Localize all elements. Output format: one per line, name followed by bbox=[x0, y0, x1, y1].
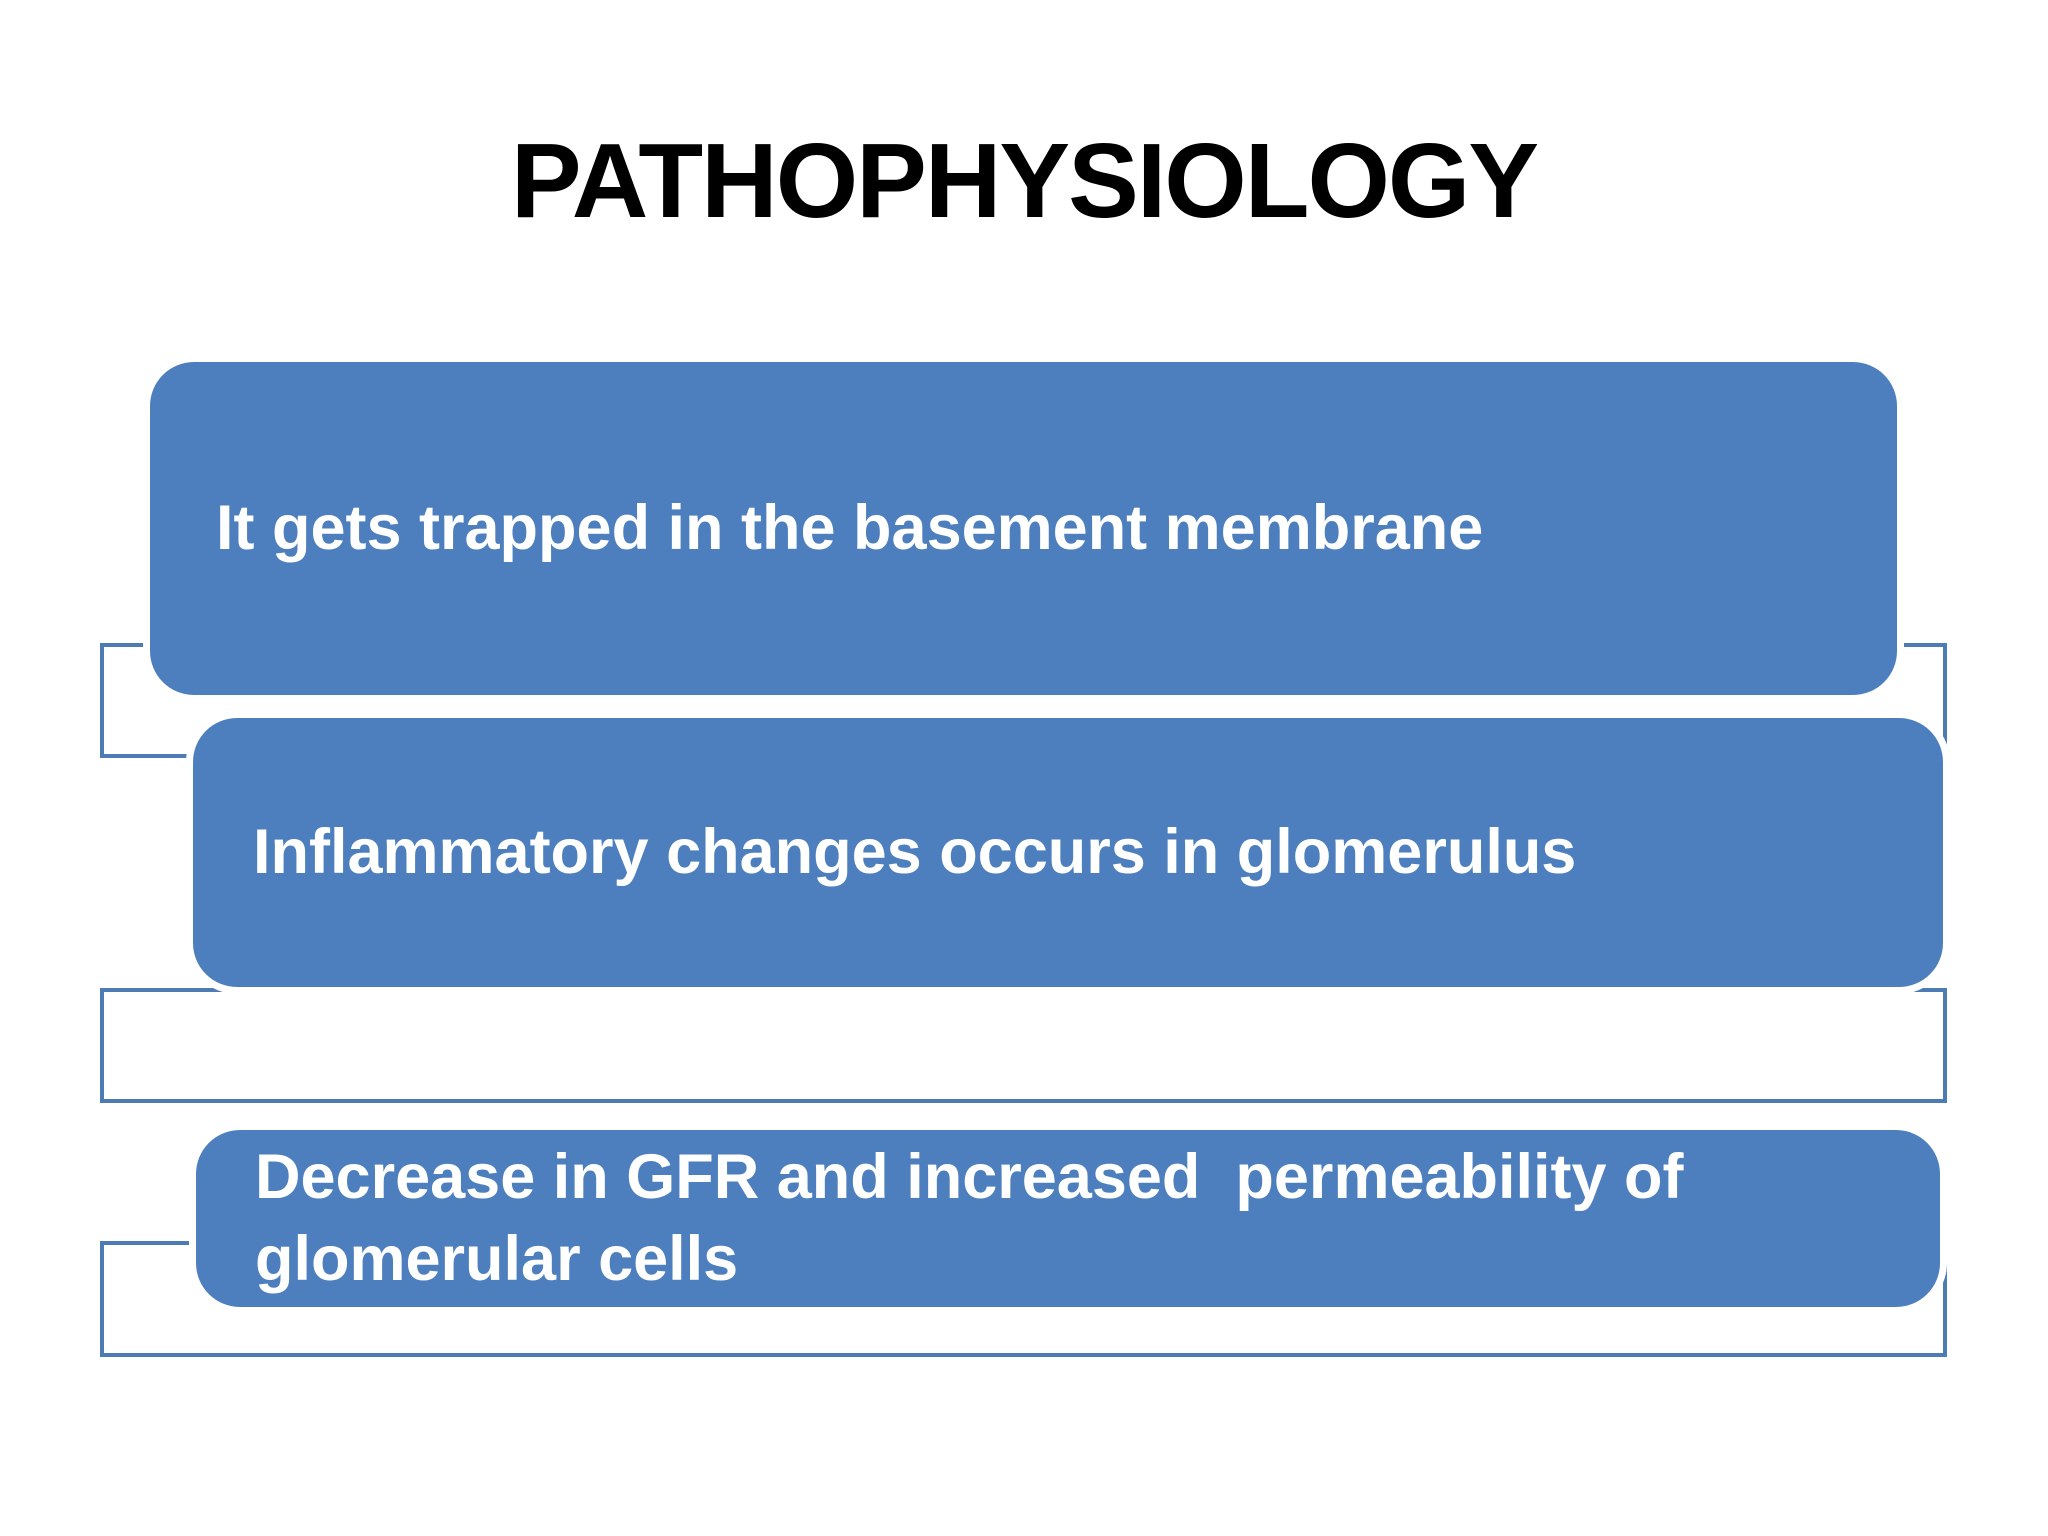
process-step-1-label: It gets trapped in the basement membrane bbox=[216, 492, 1484, 563]
process-step-3-label: Decrease in GFR and increased permeabili… bbox=[255, 1141, 1702, 1294]
offset-frame-2 bbox=[100, 988, 1947, 1103]
process-step-2: Inflammatory changes occurs in glomerulu… bbox=[193, 718, 1943, 987]
process-step-1: It gets trapped in the basement membrane bbox=[150, 362, 1897, 695]
process-step-2-label: Inflammatory changes occurs in glomerulu… bbox=[253, 816, 1577, 887]
slide-title: PATHOPHYSIOLOGY bbox=[510, 122, 1539, 240]
process-step-3: Decrease in GFR and increased permeabili… bbox=[196, 1130, 1940, 1307]
